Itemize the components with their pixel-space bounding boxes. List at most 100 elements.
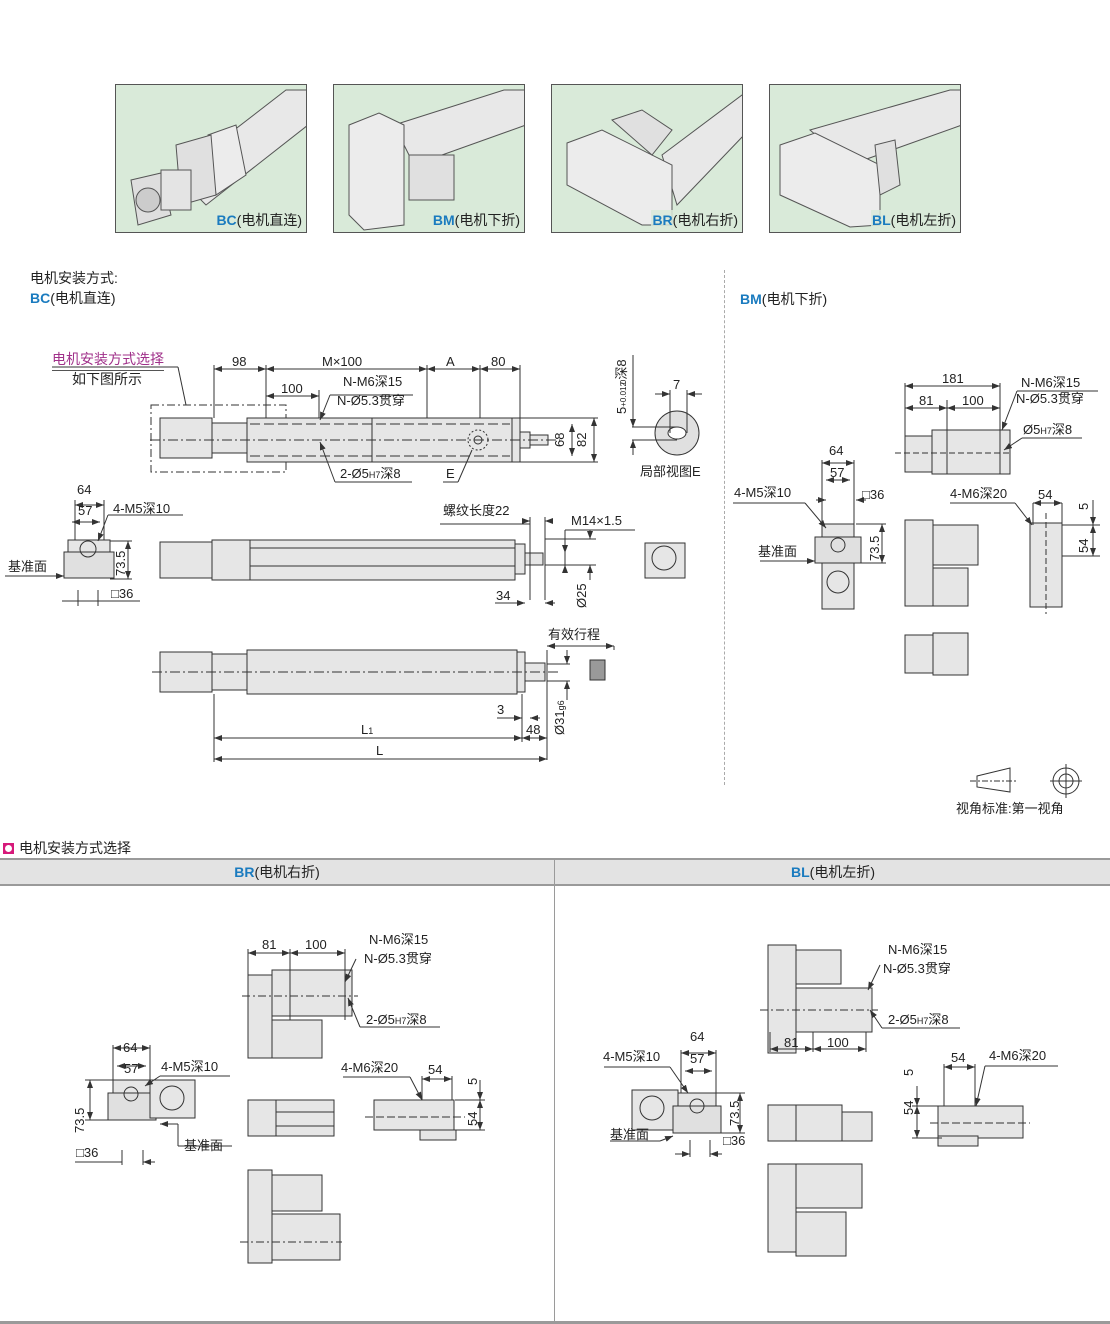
br-note-n-m6: N-M6深15 xyxy=(369,932,429,947)
datum-label: 基准面 xyxy=(8,559,48,574)
br-note-m6-20: 4-M6深20 xyxy=(341,1060,399,1075)
note-n-d53: N-Ø5.3贯穿 xyxy=(337,393,405,408)
bl-datum-label: 基准面 xyxy=(610,1127,650,1142)
bl-dim-73-5: 73.5 xyxy=(727,1100,742,1126)
dim-80: 80 xyxy=(491,354,506,369)
selection-title: 电机安装方式选择 xyxy=(3,838,131,858)
dim-48: 48 xyxy=(526,722,541,737)
dim-d25: Ø25 xyxy=(574,583,589,608)
photo-br: BR(电机右折) xyxy=(551,84,743,233)
bm-dim-181: 181 xyxy=(942,371,964,386)
section-marker-icon xyxy=(3,842,14,854)
section-divider xyxy=(724,270,725,785)
thread-length: 螺纹长度22 xyxy=(443,503,510,518)
bl-dim-100: 100 xyxy=(827,1035,849,1050)
dim-64: 64 xyxy=(77,482,92,497)
note-pin: 2-Ø5H7深8 xyxy=(340,466,401,481)
br-note-m5: 4-M5深10 xyxy=(161,1059,219,1074)
projection-label: 视角标准:第一视角 xyxy=(956,801,1064,816)
br-note-pin: 2-Ø5H7深8 xyxy=(366,1012,427,1027)
br-dim-5: 5 xyxy=(465,1077,480,1085)
col-header-bl: BL(电机左折) xyxy=(554,860,1110,884)
bm-dim-100: 100 xyxy=(962,393,984,408)
actuator-bm-illustration xyxy=(348,89,524,231)
bm-note-pin: Ø5H7深8 xyxy=(1023,422,1073,437)
br-datum-label: 基准面 xyxy=(184,1138,224,1153)
bm-dim-57: 57 xyxy=(830,465,845,480)
photo-bl: BL(电机左折) xyxy=(769,84,961,233)
dim-7: 7 xyxy=(673,377,681,392)
bm-datum-label: 基准面 xyxy=(758,544,798,559)
br-dim-57: 57 xyxy=(124,1061,139,1076)
bl-dim-54v: 54 xyxy=(901,1100,916,1115)
dim-73-5: 73.5 xyxy=(113,550,128,576)
bc-bm-drawings xyxy=(5,355,1100,798)
bl-note-m5: 4-M5深10 xyxy=(603,1049,661,1064)
actuator-br-illustration xyxy=(566,94,742,226)
tol-5-deep8: 5+0.0120深8 xyxy=(614,359,629,414)
mount-selection-link[interactable]: 电机安装方式选择 xyxy=(52,349,164,371)
mount-method-title: 电机安装方式: xyxy=(30,270,118,286)
col-header-br: BR(电机右折) xyxy=(234,864,320,880)
dim-m100: M×100 xyxy=(322,354,363,369)
photo-bm-caption: BM(电机下折) xyxy=(431,210,521,230)
note-m5: 4-M5深10 xyxy=(113,501,171,516)
br-dim-73-5: 73.5 xyxy=(72,1107,87,1133)
photo-bl-caption: BL(电机左折) xyxy=(871,210,957,230)
bl-dim-sq36: □36 xyxy=(723,1133,746,1148)
bm-heading: BM(电机下折) xyxy=(740,291,828,307)
column-divider xyxy=(554,886,555,1322)
bl-note-n-d53: N-Ø5.3贯穿 xyxy=(883,961,951,976)
dim-l1: L1 xyxy=(361,722,374,737)
br-dim-64: 64 xyxy=(123,1040,138,1055)
bm-note-m5: 4-M5深10 xyxy=(734,485,792,500)
dim-57: 57 xyxy=(78,503,93,518)
bm-dim-sq36: □36 xyxy=(862,487,885,502)
bl-dim-57: 57 xyxy=(690,1051,705,1066)
detail-view-e: 局部视图E xyxy=(640,464,701,479)
bm-note-n-d53: N-Ø5.3贯穿 xyxy=(1016,391,1084,406)
mount-selection-sub: 如下图所示 xyxy=(72,371,142,387)
actuator-bc-illustration xyxy=(130,89,306,226)
note-n-m6: N-M6深15 xyxy=(343,374,403,389)
dim-98: 98 xyxy=(232,354,247,369)
effective-stroke: 有效行程 xyxy=(548,627,601,642)
br-dim-100: 100 xyxy=(305,937,327,952)
dim-82: 82 xyxy=(574,432,589,447)
thread-m14: M14×1.5 xyxy=(571,513,622,528)
dim-100: 100 xyxy=(281,381,303,396)
bm-dim-81: 81 xyxy=(919,393,934,408)
bm-dim-73-5: 73.5 xyxy=(867,535,882,561)
photo-bm: BM(电机下折) xyxy=(333,84,525,233)
bl-note-m6-20: 4-M6深20 xyxy=(989,1048,1047,1063)
br-note-n-d53: N-Ø5.3贯穿 xyxy=(364,951,432,966)
bl-note-n-m6: N-M6深15 xyxy=(888,942,948,957)
br-dim-81: 81 xyxy=(262,937,277,952)
bm-note-m6-20: 4-M6深20 xyxy=(950,486,1008,501)
dim-l: L xyxy=(376,743,384,758)
photo-bc: BC(电机直连) xyxy=(115,84,307,233)
bm-note-n-m6: N-M6深15 xyxy=(1021,375,1081,390)
br-dim-sq36: □36 xyxy=(76,1145,99,1160)
dim-68: 68 xyxy=(552,432,567,447)
dim-34: 34 xyxy=(496,588,511,603)
bl-dim-64: 64 xyxy=(690,1029,705,1044)
dim-a: A xyxy=(446,354,455,369)
dim-3: 3 xyxy=(497,702,505,717)
table-bottom-border xyxy=(0,1321,1110,1324)
bl-note-pin: 2-Ø5H7深8 xyxy=(888,1012,949,1027)
bm-dim-5: 5 xyxy=(1076,502,1091,510)
bl-dim-5: 5 xyxy=(901,1068,916,1076)
br-bl-drawings xyxy=(75,944,1058,1264)
photo-br-caption: BR(电机右折) xyxy=(651,210,739,230)
photo-bc-caption: BC(电机直连) xyxy=(215,210,303,230)
dim-sq36: □36 xyxy=(111,586,134,601)
bl-dim-54: 54 xyxy=(951,1050,966,1065)
bm-dim-54: 54 xyxy=(1038,487,1053,502)
note-e: E xyxy=(446,466,455,481)
bl-dim-81: 81 xyxy=(784,1035,799,1050)
bm-dim-54v: 54 xyxy=(1076,538,1091,553)
selection-table-header: BR(电机右折) BL(电机左折) xyxy=(0,858,1110,886)
bc-heading: BC(电机直连) xyxy=(30,290,116,306)
br-dim-54v: 54 xyxy=(465,1111,480,1126)
